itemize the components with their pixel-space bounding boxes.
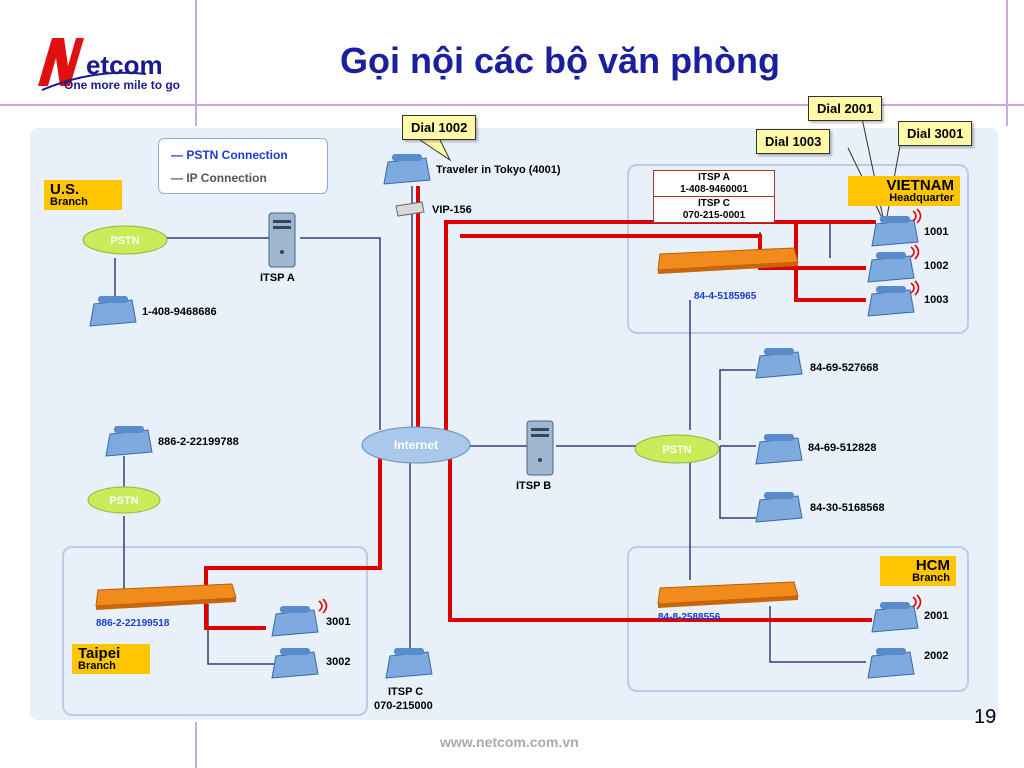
hcm-2002-phone-icon: [867, 648, 915, 679]
ext-2001-label: 2001: [924, 610, 949, 622]
callout-dial-2001: Dial 2001: [808, 96, 883, 121]
hcm-gateway-icon: [657, 581, 799, 608]
frame-line-left: [195, 0, 197, 126]
svg-text:PSTN: PSTN: [110, 235, 139, 247]
ext-1002-label: 1002: [924, 260, 949, 272]
legend-box: — PSTN Connection — IP Connection: [158, 138, 328, 194]
taipei-pstn-phone-number: 886-2-22199788: [158, 436, 239, 448]
link-vn-pstn-phones: [719, 369, 756, 519]
page-number: 19: [974, 706, 997, 728]
vn-1003-phone-icon: [867, 286, 915, 317]
vn-pstn-phone-2-number: 84-69-512828: [808, 442, 877, 454]
vietnam-gateway-icon: [657, 247, 799, 274]
itsp-a-server-icon: [268, 212, 296, 268]
taipei-pstn-phone-icon: [105, 426, 153, 457]
taipei-3002-phone-icon: [271, 648, 319, 679]
taipei-gateway-number: 886-2-22199518: [96, 618, 170, 629]
ext-3001-label: 3001: [326, 616, 351, 628]
itsp-c-label: ITSP C: [388, 686, 424, 698]
vn-pstn-phone-3-icon: [755, 492, 803, 523]
link-itspa-internet: [300, 237, 381, 430]
taipei-gateway-icon: [95, 583, 237, 610]
frame-line-left-bottom: [195, 722, 197, 768]
vn-pstn-phone-2-icon: [755, 434, 803, 465]
frame-line-top: [0, 104, 1024, 106]
vn-pstn-phone-3-number: 84-30-5168568: [810, 502, 885, 514]
logo-text: etcom: [86, 50, 163, 80]
ext-1001-label: 1001: [924, 226, 949, 238]
itsp-b-server-icon: [526, 420, 554, 476]
pstn-cloud-us: PSTN: [82, 225, 168, 255]
ringing-icon-2001: [912, 594, 922, 610]
pstn-cloud-vietnam: PSTN: [634, 434, 720, 464]
legend-pstn: — PSTN Connection: [171, 148, 288, 162]
frame-line-right: [1006, 0, 1008, 126]
callout-dial-1002: Dial 1002: [402, 115, 477, 140]
vietnam-gateway-number: 84-4-5185965: [694, 291, 757, 302]
footer-url: www.netcom.com.vn: [440, 734, 579, 750]
internet-cloud: Internet: [361, 426, 471, 464]
us-phone-number: 1-408-9468686: [142, 306, 217, 318]
legend-ip: — IP Connection: [171, 171, 267, 185]
svg-text:PSTN: PSTN: [109, 495, 138, 507]
site-tag-us: U.S.Branch: [44, 180, 122, 210]
vn-pstn-phone-1-icon: [755, 348, 803, 379]
link-tw-gw-3002: [207, 604, 274, 665]
logo-tagline: One more mile to go: [64, 78, 181, 92]
ringing-icon-1001: [912, 208, 922, 224]
ringing-icon-1002: [910, 244, 920, 260]
callout-dial-3001: Dial 3001: [898, 121, 973, 146]
vip-adapter-icon: [395, 201, 425, 217]
vn-1001-phone-icon: [871, 216, 919, 247]
vn-1002-phone-icon: [867, 252, 915, 283]
itsp-c-number: 070-215000: [374, 700, 433, 712]
svg-text:Internet: Internet: [394, 438, 438, 452]
us-phone-icon: [89, 296, 137, 327]
netcom-logo: N etcom: [38, 38, 163, 91]
link-hcm-gw-2002: [769, 606, 866, 663]
traveler-phone-icon: [383, 154, 431, 185]
taipei-3001-phone-icon: [271, 606, 319, 637]
pstn-cloud-taipei: PSTN: [87, 486, 161, 514]
hcm-gateway-number: 84-8-2588556: [658, 612, 721, 623]
itsp-c-phone-icon: [385, 648, 433, 679]
call-path-2001: [448, 440, 872, 622]
call-path-1002: [416, 186, 876, 438]
ext-2002-label: 2002: [924, 650, 949, 662]
vn-pstn-phone-1-number: 84-69-527668: [810, 362, 879, 374]
ext-1003-label: 1003: [924, 294, 949, 306]
traveler-label: Traveler in Tokyo (4001): [436, 164, 561, 176]
itsp-b-label: ITSP B: [516, 480, 552, 492]
svg-text:PSTN: PSTN: [662, 444, 691, 456]
logo-swoosh: [38, 38, 84, 86]
itsp-a-label: ITSP A: [260, 272, 295, 284]
callout-dial-1003: Dial 1003: [756, 129, 831, 154]
ringing-icon-3001: [318, 598, 328, 614]
ringing-icon-1003: [910, 280, 920, 296]
hcm-2001-phone-icon: [871, 602, 919, 633]
ext-3002-label: 3002: [326, 656, 351, 668]
vip-label: VIP-156: [432, 204, 472, 216]
page-title: Gọi nội các bộ văn phòng: [340, 40, 781, 81]
